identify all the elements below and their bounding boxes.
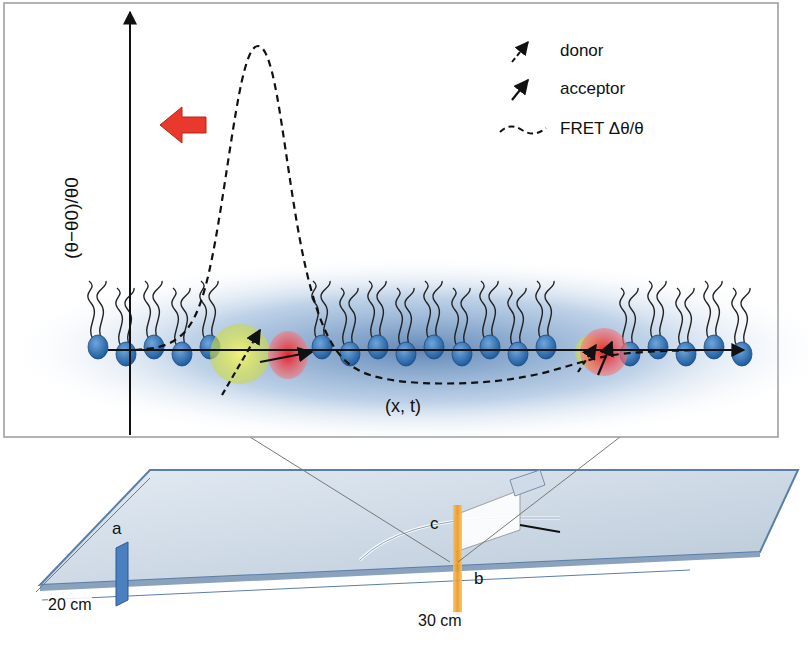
dimension: 20 cm xyxy=(48,596,92,614)
part-letter: b xyxy=(474,570,483,589)
fret-pairs xyxy=(210,324,628,395)
trough xyxy=(36,437,798,615)
legend-sample xyxy=(498,116,550,142)
legend-row: acceptor xyxy=(498,76,625,102)
axis-label: (x, t) xyxy=(385,397,421,417)
legend-text: donor xyxy=(560,41,603,61)
dimension: 30 cm xyxy=(418,612,462,630)
legend-sample xyxy=(498,76,550,102)
axes xyxy=(108,12,744,435)
legend-sample xyxy=(498,38,550,64)
lipid-layer xyxy=(88,281,752,366)
legend-row: donor xyxy=(498,38,603,64)
part-letter: c xyxy=(430,515,439,534)
legend-text: FRET Δθ/θ xyxy=(560,119,644,139)
legend-text: acceptor xyxy=(560,79,625,99)
axis-label: (θ−θ0)/θ0 xyxy=(62,177,83,259)
fret-curve xyxy=(135,46,700,384)
legend-row: FRET Δθ/θ xyxy=(498,116,644,142)
direction-arrow xyxy=(160,107,206,143)
part-letter: a xyxy=(112,520,121,539)
